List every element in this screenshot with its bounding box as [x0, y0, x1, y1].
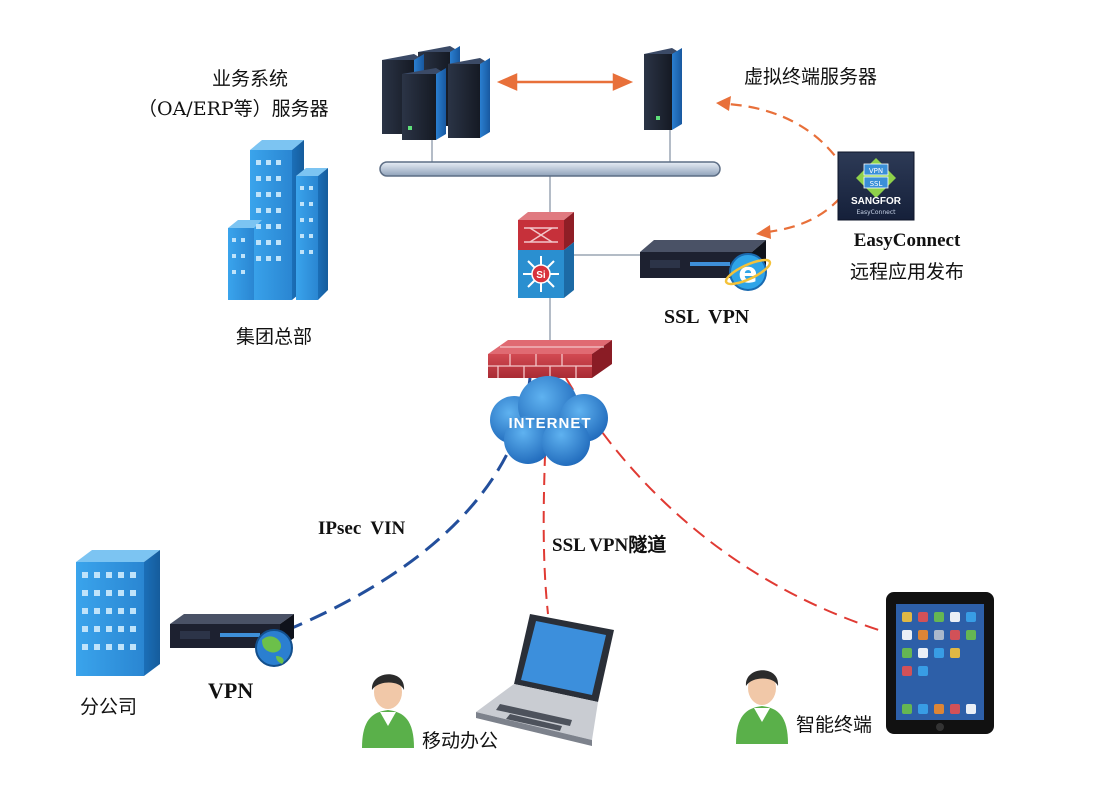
- globe-icon: [255, 629, 293, 667]
- smart-terminal-label: 智能终端: [796, 714, 873, 736]
- mobile-office-label: 移动办公: [422, 730, 499, 752]
- easyconnect-subtitle: 远程应用发布: [849, 261, 964, 283]
- ssl-tunnel-label: SSL VPN隧道: [552, 535, 667, 556]
- switch-chip-label: Si: [536, 270, 546, 281]
- ipsec-label: IPsec VIN: [318, 518, 406, 539]
- ssl-vpn-label: SSL VPN: [664, 306, 750, 328]
- firewall: [488, 340, 612, 378]
- business-system-label: 业务系统: [200, 64, 300, 91]
- ssl-tunnel-tablet: [565, 377, 886, 633]
- branch-label: 分公司: [80, 696, 138, 718]
- business-system-line1: 业务系统: [211, 68, 288, 90]
- sangfor-brand-label: SANGFOR: [851, 196, 902, 207]
- wired-links: [431, 130, 671, 342]
- easyconnect-app-icon: VPN SSL SANGFOR EasyConnect: [837, 151, 915, 221]
- branch-building: [76, 550, 160, 676]
- business-server-cluster: [382, 46, 490, 140]
- sangfor-ssl-label: SSL: [870, 180, 883, 188]
- server-sync-arrow: [496, 73, 634, 91]
- arrowhead-to-virtual-server: [716, 96, 731, 111]
- internet-cloud: INTERNET: [490, 376, 608, 466]
- tablet-icon: [886, 592, 994, 734]
- easyconnect-links: [727, 102, 846, 234]
- virtual-terminal-server: [644, 48, 682, 130]
- hq-building: [228, 140, 328, 300]
- sangfor-vpn-label: VPN: [869, 167, 883, 175]
- server-bus: [379, 161, 721, 177]
- business-system-label-line2: （OA/ERP等）服务器: [138, 98, 329, 120]
- ie-globe-icon: e: [724, 253, 772, 291]
- core-switch: Si: [518, 212, 574, 298]
- mobile-office-person-icon: [362, 674, 414, 748]
- arrowhead-to-ssl-vpn: [756, 225, 771, 239]
- smart-terminal-person-icon: [736, 670, 788, 744]
- group-hq-label: 集团总部: [236, 326, 313, 348]
- sangfor-product-label: EasyConnect: [857, 209, 897, 216]
- easyconnect-title: EasyConnect: [853, 230, 961, 251]
- internet-label: INTERNET: [509, 415, 592, 432]
- laptop-icon: [476, 614, 614, 746]
- vpn-label: VPN: [208, 678, 254, 703]
- virtual-terminal-server-label: 虚拟终端服务器: [744, 66, 878, 88]
